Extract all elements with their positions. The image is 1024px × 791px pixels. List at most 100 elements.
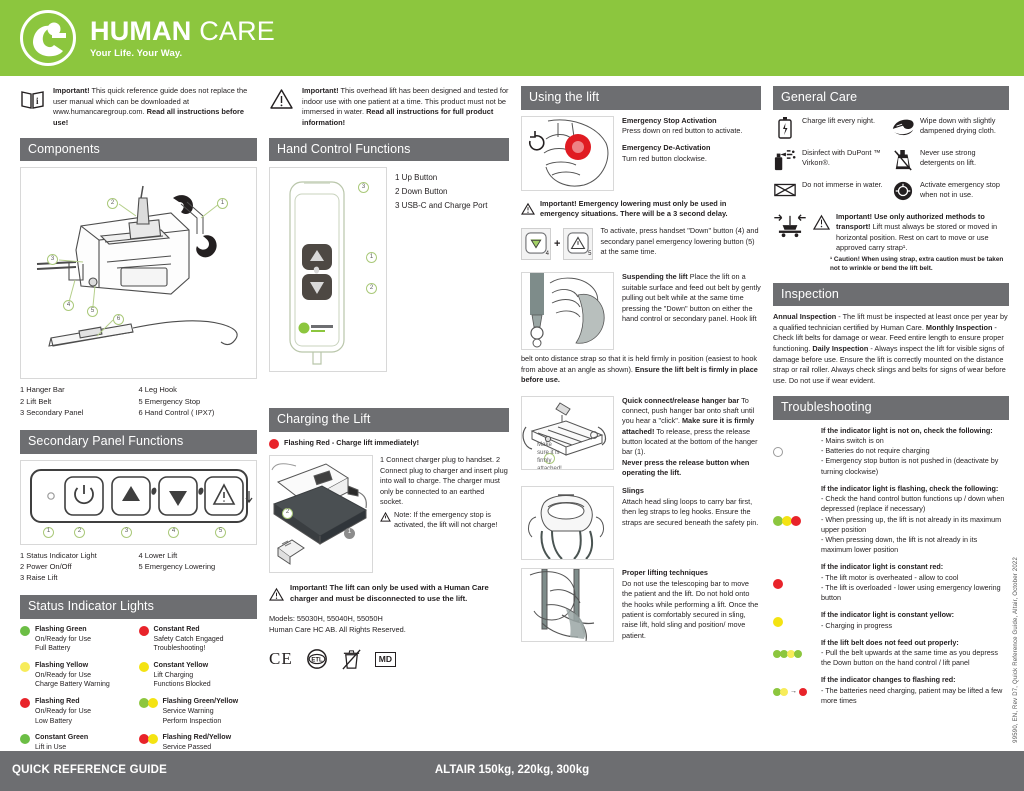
svg-text:i: i [36, 96, 39, 106]
brand-header: HUMAN CARE Your Life. Your Way. [0, 0, 1024, 76]
light-dot-group [20, 661, 30, 673]
status-light-label: Constant Yellow [153, 661, 209, 670]
status-light-label: Flashing Red [35, 697, 80, 706]
inspection-label: Annual Inspection [773, 312, 837, 322]
warning-triangle-icon [812, 212, 831, 254]
charging-steps: 1 Connect charger plug to handset. 2 Con… [380, 455, 509, 573]
warning-triangle-icon [521, 202, 535, 215]
charging-important: Important! The lift can only be used wit… [269, 582, 509, 604]
hanger-bar-text: To connect, push hanger bar onto shaft u… [622, 395, 755, 426]
document-code: 99590, EN, Rev D7, Quick Reference Guide… [1013, 557, 1020, 743]
emergency-lowering-key[interactable]: 5 [563, 227, 594, 261]
callout-1: 1 [217, 198, 228, 210]
sp-callout-3: 3 [121, 526, 132, 538]
emergency-lowering-important-text: Important! Emergency lowering must only … [540, 198, 728, 219]
legend-item: 6 Hand Control ( IPX7) [138, 407, 215, 417]
green-dot-icon [780, 650, 788, 659]
legend-item: 2 Lift Belt [20, 396, 52, 406]
notice-manual-text: Important! This quick reference guide do… [53, 86, 257, 129]
inspection-label: Daily Inspection [812, 343, 869, 353]
status-light-label: Flashing Red/Yellow [162, 733, 232, 742]
green-dot-icon [773, 650, 781, 659]
care-item: Charge lift every night. [773, 116, 891, 139]
status-light-line: Functions Blocked [153, 681, 211, 689]
column-components: i Important! This quick reference guide … [20, 86, 258, 761]
legend-item: 1 Status Indicator Light [20, 550, 97, 560]
section-title-troubleshooting: Troubleshooting [773, 396, 1009, 420]
status-light-line: Troubleshooting! [153, 645, 206, 653]
etl-mark-icon: ETL [306, 649, 327, 670]
page-footer: QUICK REFERENCE GUIDE ALTAIR 150kg, 220k… [0, 751, 1024, 791]
red-dot-icon [138, 734, 149, 745]
ts-text: If the indicator light is not on, check … [821, 426, 1009, 477]
plus-sign: + [554, 237, 561, 250]
red-dot-icon [791, 515, 801, 526]
transport-cart-icon [773, 212, 807, 254]
down-button-number: 4 [545, 250, 549, 257]
suspending-after-text: belt onto distance strap so that it is h… [521, 354, 758, 374]
troubleshooting-row: If the lift belt does not feed out prope… [773, 638, 1009, 669]
human-care-logo-icon [20, 10, 76, 66]
lifting-technique-row: Proper lifting techniques Do not use the… [521, 568, 761, 643]
brand-tagline: Your Life. Your Way. [90, 47, 183, 59]
lifting-technique-text-block: Proper lifting techniques Do not use the… [622, 568, 761, 642]
charging-alert: Flashing Red - Charge lift immediately! [269, 438, 509, 449]
notice-lead: Important! [302, 86, 339, 95]
inspection-text: - The lift must be inspected at least on… [773, 312, 1008, 332]
suspending-lift-drawing [530, 273, 605, 348]
legend-item: 1 Hanger Bar [20, 385, 65, 395]
column-using-lift: Using the lift [521, 86, 761, 745]
copyright-line: Human Care HC AB. All Rights Reserved. [269, 625, 406, 635]
model-numbers: Models: 55030H, 55040H, 55050H [269, 614, 383, 624]
sp-callout-2: 2 [74, 526, 85, 538]
suspending-text-after: belt onto distance strap so that it is h… [521, 354, 761, 385]
off-dot-icon [773, 447, 783, 458]
status-light-line: On/Ready for Use [35, 635, 92, 643]
status-light-line: Service Passed [162, 744, 212, 751]
estop-figure [521, 115, 614, 191]
transport-body: Lift must always be stored or moved in h… [836, 222, 998, 253]
ts-heading: If the indicator light is flashing, chec… [821, 483, 999, 493]
status-light-line: Perform Inspection [162, 717, 222, 725]
care-item: Do not immerse in water. [773, 180, 891, 201]
hc-callout-2: 2 [366, 283, 377, 295]
suspending-row: Suspending the lift Place the lift on a … [521, 272, 761, 351]
status-light-line: Lift in Use [35, 744, 67, 751]
red-dot-icon [138, 625, 149, 636]
yellow-dot-icon [787, 650, 795, 659]
ts-heading: If the indicator light is not on, check … [821, 425, 993, 435]
status-light-label: Flashing Yellow [35, 661, 89, 670]
callout-6: 6 [113, 314, 124, 326]
ts-heading: If the lift belt does not feed out prope… [821, 637, 959, 647]
sp-legend-right: 4 Lower Lift 5 Emergency Lowering [139, 550, 258, 584]
inspection-item: Monthly Inspection - Check lift belts fo… [773, 323, 1004, 353]
status-light-label: Constant Green [35, 733, 89, 742]
lift-unit-drawing [36, 186, 238, 348]
status-light-line: On/Ready for Use [35, 707, 92, 715]
components-legend-left: 1 Hanger Bar 2 Lift Belt 3 Secondary Pan… [20, 384, 139, 418]
status-light-label: Flashing Green [35, 624, 87, 633]
down-arrow-icon [525, 232, 547, 254]
status-light-line: Service Warning [162, 707, 214, 715]
inspection-text: - Check lift belts for damage or wear. F… [773, 322, 1004, 353]
section-title-components: Components [20, 137, 257, 162]
weee-bin-icon [342, 649, 361, 670]
yellow-dot-icon [147, 734, 158, 745]
status-light-label: Constant Red [153, 624, 200, 633]
notice-tail: Read all instructions for full product i… [302, 107, 494, 128]
ts-dot-group [773, 562, 815, 603]
inspection-label: Monthly Inspection [925, 322, 993, 332]
down-button-key[interactable]: 4 [521, 227, 551, 261]
ts-text: If the indicator light is constant red: … [821, 562, 1009, 603]
general-care-grid: Charge lift every night. Wipe down with … [773, 116, 1009, 210]
care-item: Activate emergency stop when not in use. [891, 180, 1009, 201]
inspection-item: Annual Inspection - The lift must be ins… [773, 312, 1008, 332]
